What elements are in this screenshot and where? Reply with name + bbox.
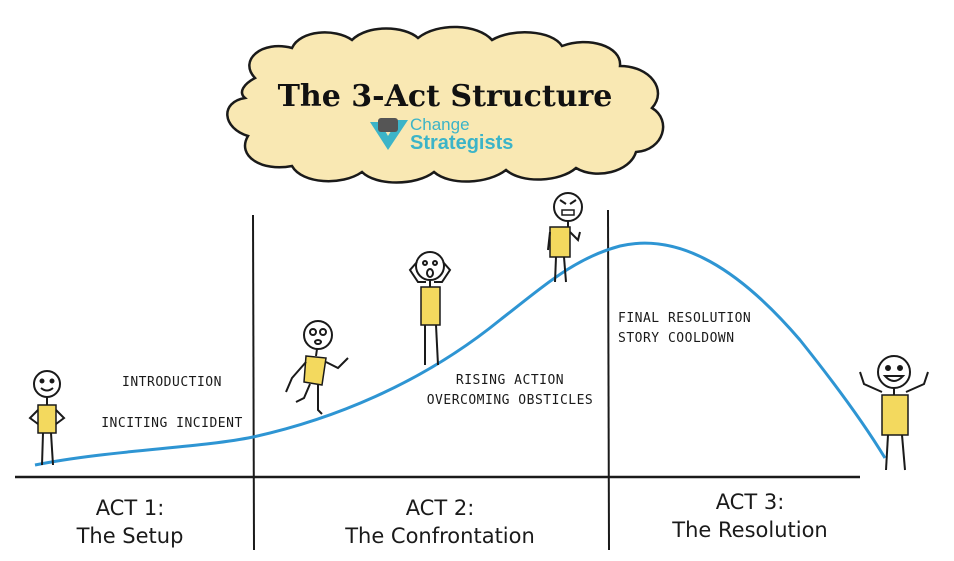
logo-line2: Strategists [410,132,513,154]
act3-label: ACT 3: [716,490,785,514]
story-arc-curve [34,241,887,467]
divider-act1-act2 [252,214,255,551]
act1-label: ACT 1: [96,496,165,520]
brand-logo: Change Strategists [370,115,513,154]
act2-note-1: RISING ACTION [456,373,564,388]
act-dividers [15,209,860,551]
title-cloud: The 3-Act Structure [226,25,665,184]
running-figure [285,320,349,415]
logo-screen-icon [378,118,398,132]
act1-subtitle: The Setup [76,524,184,548]
logo-line1: Change [410,115,470,134]
act3-note-1: FINAL RESOLUTION [618,311,751,326]
act2-note-2: OVERCOMING OBSTICLES [427,393,594,408]
happy-figure [859,355,929,471]
cloud-shape [226,25,665,184]
act2-label: ACT 2: [406,496,475,520]
act2-subtitle: The Confrontation [344,524,535,548]
act1-note-1: INTRODUCTION [122,375,222,390]
angry-figure [547,192,583,283]
worried-figure [408,251,452,366]
calm-figure [28,370,66,466]
divider-act2-act3 [607,209,610,551]
act1-note-2: INCITING INCIDENT [101,416,243,431]
act3-note-2: STORY COOLDOWN [618,331,735,346]
page-title: The 3-Act Structure [278,79,613,114]
act3-subtitle: The Resolution [671,518,827,542]
